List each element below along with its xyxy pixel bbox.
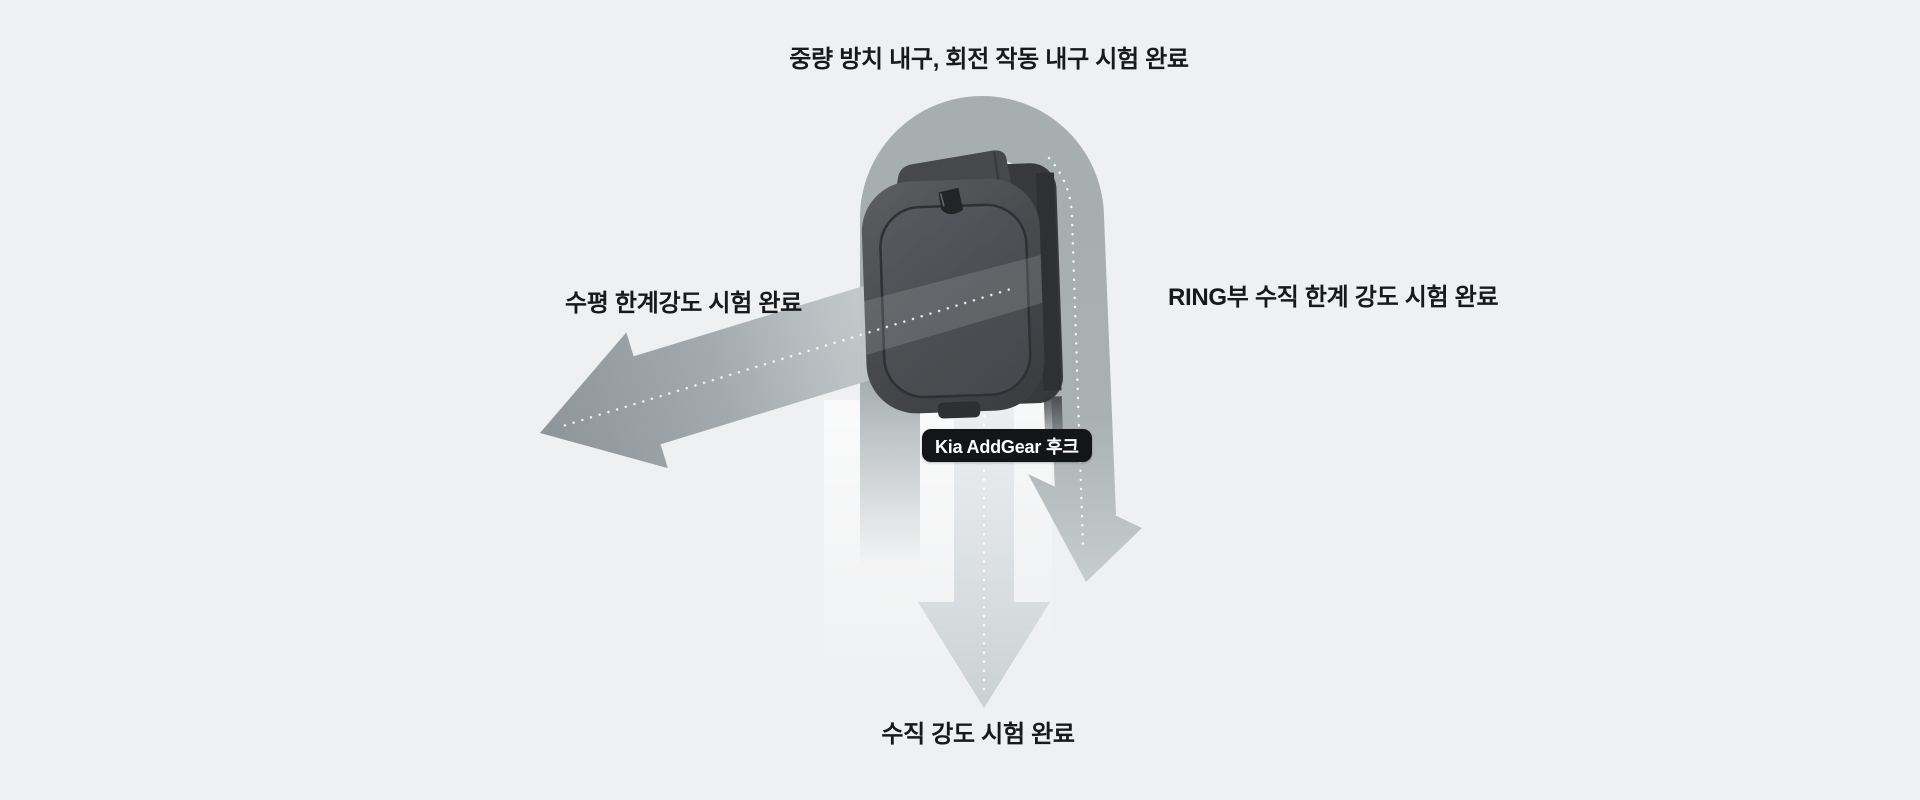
arch-dotted-line [1047,156,1085,550]
product-badge: Kia AddGear 후크 [922,429,1092,462]
product-front-face [861,178,1045,414]
product-bottom-clip [938,401,981,419]
top-endurance-label: 중량 방치 내구, 회전 작동 내구 시험 완료 [789,46,1189,73]
dotted-guides [563,156,1085,694]
horizontal-dotted-line [563,286,1018,427]
addgear-hook-product [861,150,1064,457]
hook-slot [938,187,964,215]
ring-vertical-arrowhead [1028,474,1142,582]
horizontal-strength-label: 수평 한계강도 시험 완료 [565,290,802,317]
ring-vertical-strength-label: RING부 수직 한계 강도 시험 완료 [1168,284,1499,311]
vertical-strength-label: 수직 강도 시험 완료 [881,721,1075,748]
